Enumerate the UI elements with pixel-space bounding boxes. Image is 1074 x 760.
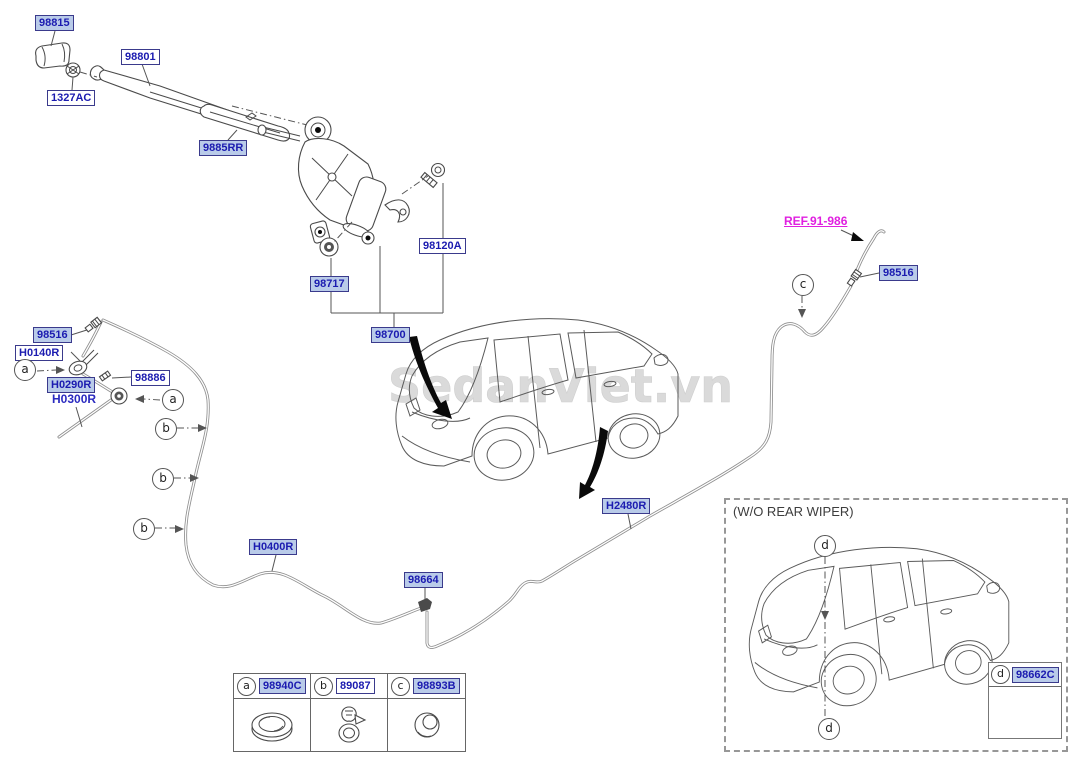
part-label-89087[interactable]: 89087 [336, 678, 375, 694]
part-label-1327AC[interactable]: 1327AC [47, 90, 96, 106]
callout-b-circle: b [133, 518, 155, 540]
hose-clip-icon [338, 706, 367, 743]
part-label-98664[interactable]: 98664 [404, 572, 443, 588]
part-label-H0400R[interactable]: H0400R [249, 539, 298, 555]
legend-col-b: b 89087 [311, 674, 388, 751]
part-label-H0300R[interactable]: H0300R [52, 392, 97, 406]
part-label-H2480R[interactable]: H2480R [602, 498, 651, 514]
callout-d-circle: d [818, 718, 840, 740]
callout-b-badge: b [314, 676, 333, 696]
wo-legend-box: d 98662C [988, 662, 1062, 739]
oval-grommet-icon [251, 712, 293, 742]
part-label-98516[interactable]: 98516 [879, 265, 918, 281]
part-label-98662C[interactable]: 98662C [1012, 666, 1059, 683]
callout-d-circle: d [814, 535, 836, 557]
callout-a-circle: a [162, 389, 184, 411]
part-label-98815[interactable]: 98815 [35, 15, 74, 31]
part-label-98893B[interactable]: 98893B [413, 678, 460, 694]
part-label-98516[interactable]: 98516 [33, 327, 72, 343]
part-label-98120A[interactable]: 98120A [419, 238, 466, 254]
part-label-98717[interactable]: 98717 [310, 276, 349, 292]
round-grommet-icon [413, 712, 440, 738]
part-label-98801[interactable]: 98801 [121, 49, 160, 65]
callout-a-badge: a [237, 676, 256, 696]
legend-col-c: c 98893B [388, 674, 465, 751]
part-label-98940C[interactable]: 98940C [259, 678, 306, 694]
part-label-9885RR[interactable]: 9885RR [199, 140, 248, 156]
fastener-legend-table: a 98940C b 89087 [233, 673, 466, 752]
legend-col-a: a 98940C [234, 674, 311, 751]
callout-b-circle: b [155, 418, 177, 440]
callout-d-badge: d [991, 665, 1010, 684]
callout-b-circle: b [152, 468, 174, 490]
callout-c-circle: c [792, 274, 814, 296]
part-label-98886[interactable]: 98886 [131, 370, 170, 386]
ref-label-REF.91-986[interactable]: REF.91-986 [784, 214, 848, 228]
part-label-98700[interactable]: 98700 [371, 327, 410, 343]
callout-c-badge: c [391, 676, 410, 696]
callout-a-circle: a [14, 359, 36, 381]
